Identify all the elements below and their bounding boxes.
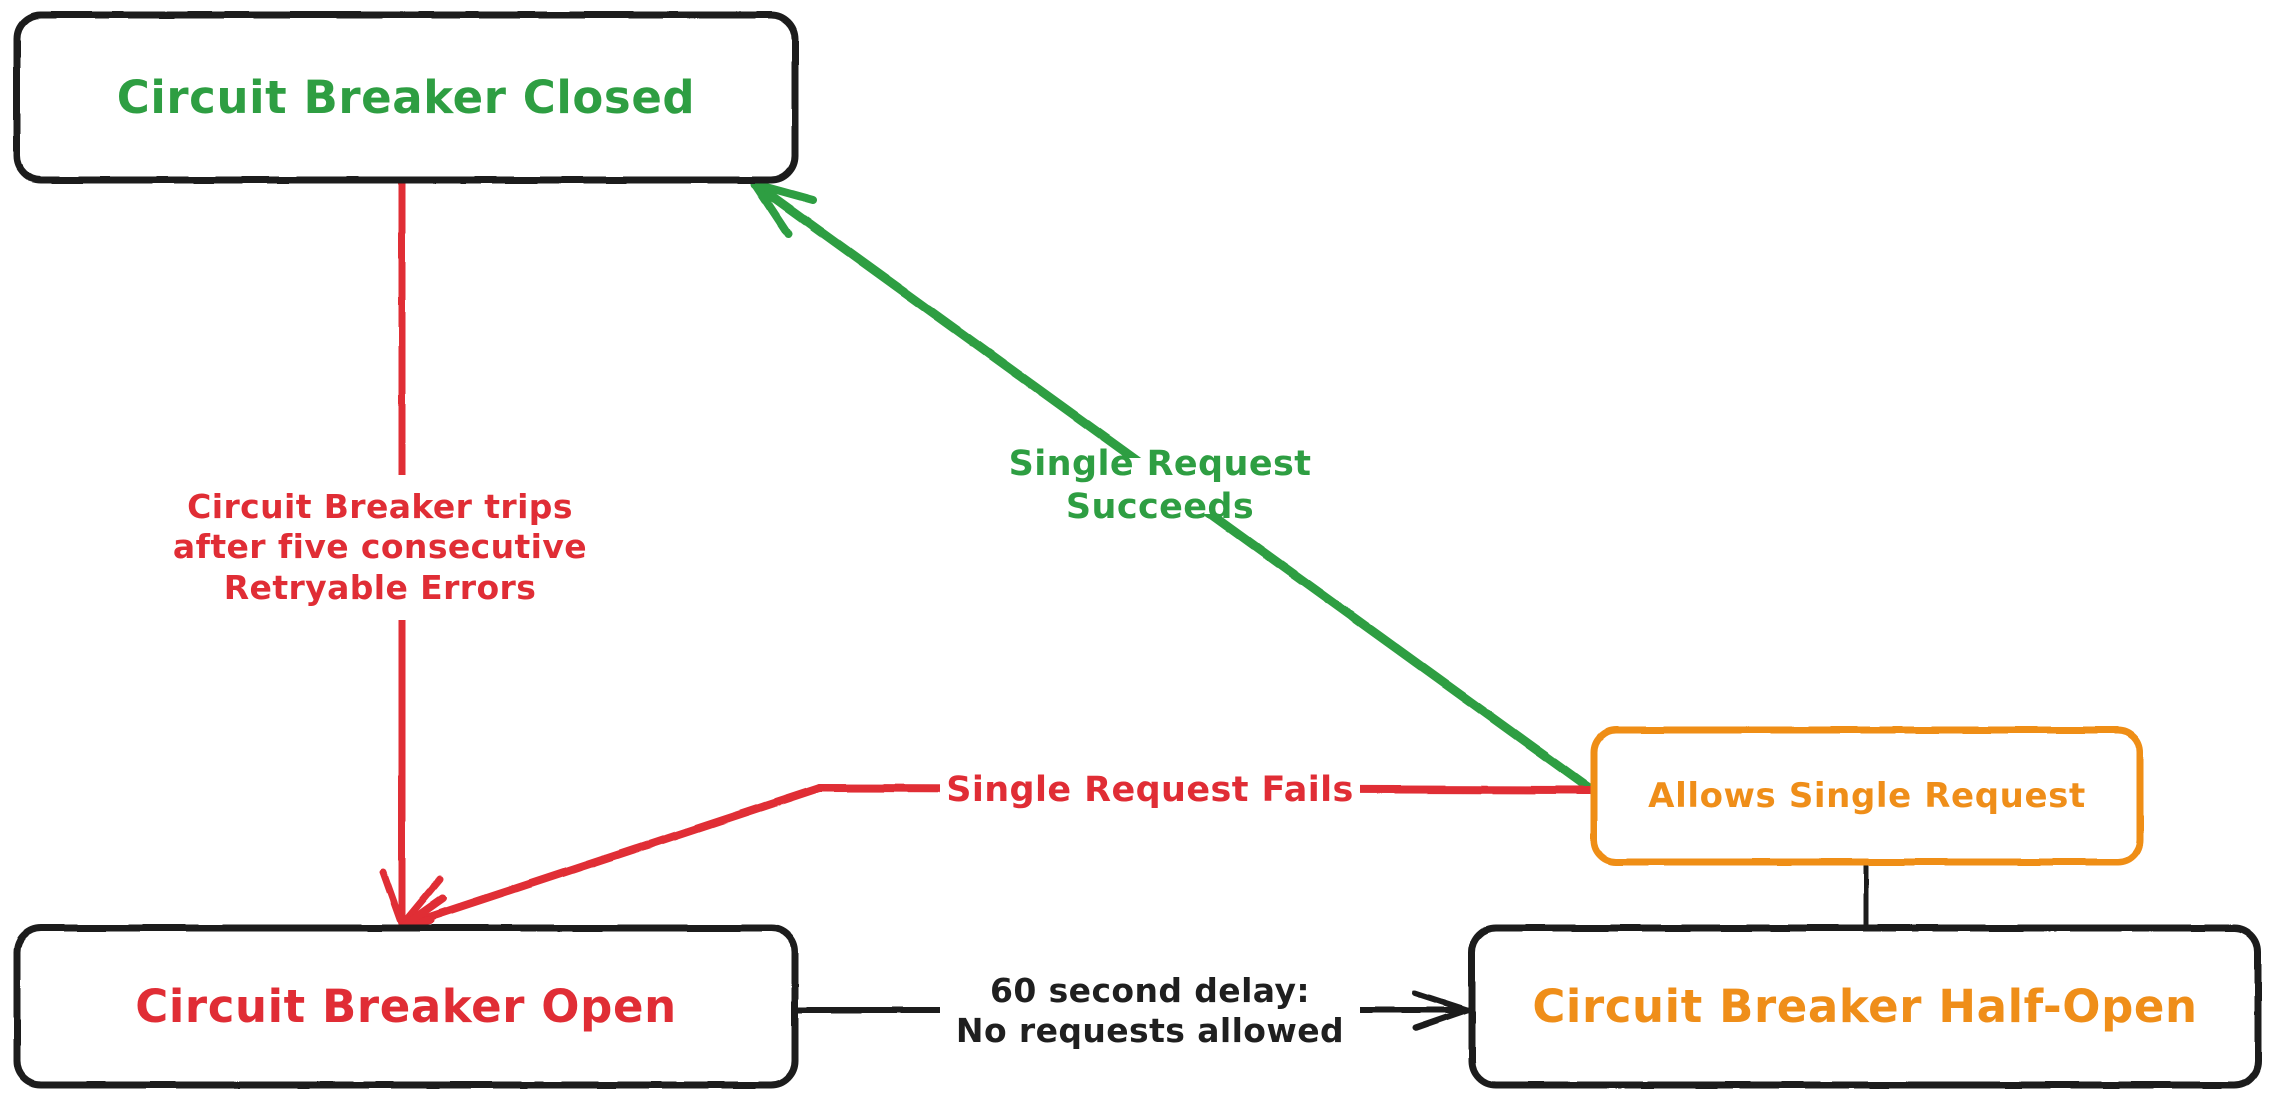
node-box-allows-single-request[interactable] (1590, 726, 2144, 866)
node-box-open[interactable] (13, 924, 799, 1089)
node-box-closed[interactable] (13, 11, 799, 184)
node-box-half-open[interactable] (1468, 924, 2262, 1089)
